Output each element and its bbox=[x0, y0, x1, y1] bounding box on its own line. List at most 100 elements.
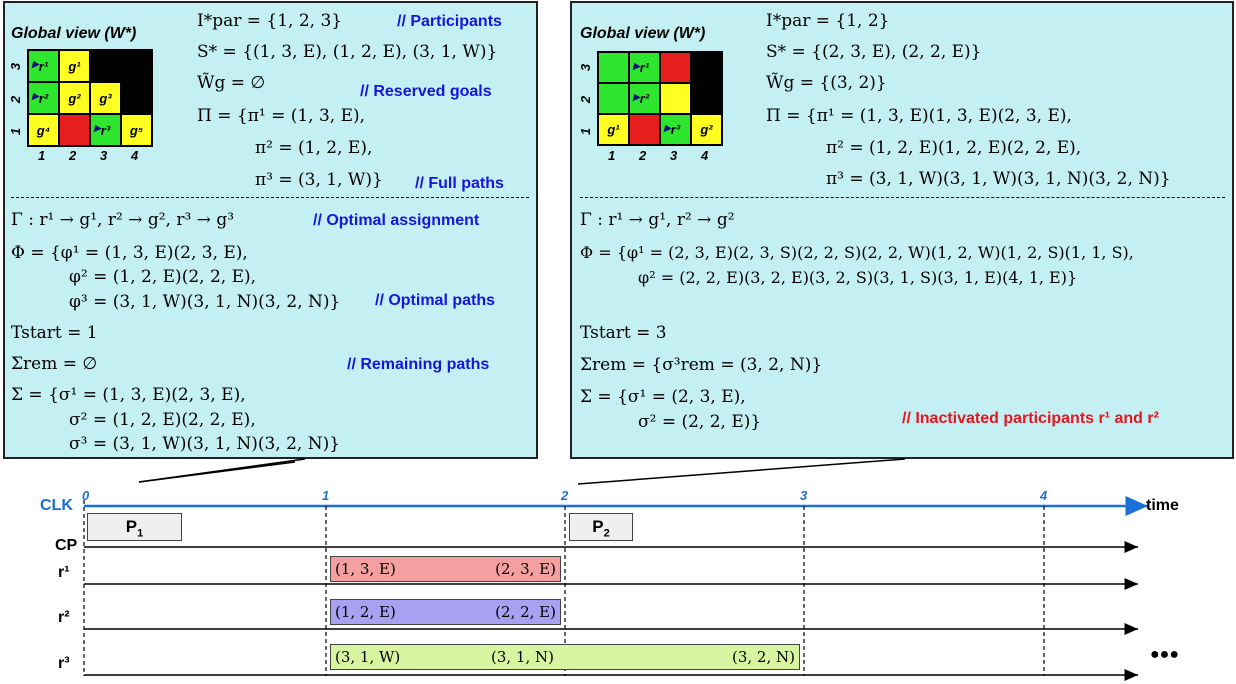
right-grid-cell-r2-c0: g¹ bbox=[598, 114, 629, 145]
right-t-start: Tstart = 3 bbox=[580, 323, 667, 343]
right-grid-cell-r0-c2 bbox=[660, 52, 691, 83]
right-global-view-title: Global view (W*) bbox=[580, 25, 706, 42]
left-comment-participants: // Participants bbox=[397, 13, 502, 30]
r3-seg-end: (3, 2, N) bbox=[732, 648, 795, 666]
r3-path-segment: (3, 1, W) (3, 1, N) (3, 2, N) bbox=[330, 644, 800, 670]
left-grid-cell-r2-c3: g⁵ bbox=[121, 114, 152, 146]
clk-label: CLK bbox=[40, 497, 73, 514]
tick-label-1: 1 bbox=[322, 488, 330, 503]
left-grid-cell-r0-c2 bbox=[90, 50, 121, 82]
left-grid-cell-label: r¹ bbox=[38, 58, 49, 74]
cp-phase-p2: P2 bbox=[569, 513, 633, 541]
right-reserved-goals: W̃g = {(3, 2)} bbox=[766, 73, 887, 93]
r2-seg-end: (2, 2, E) bbox=[495, 603, 556, 621]
left-comment-optimal-paths: // Optimal paths bbox=[375, 292, 496, 309]
left-global-view-title: Global view (W*) bbox=[11, 25, 137, 42]
left-grid-cell-label: g¹ bbox=[68, 58, 81, 74]
robot-icon: ▶ bbox=[32, 59, 39, 69]
right-opt-path-2: φ² = (2, 2, E)(3, 2, E)(3, 2, S)(3, 1, S… bbox=[638, 268, 1078, 287]
left-grid-cell-r2-c1 bbox=[59, 114, 90, 146]
right-sigma-1: Σ = {σ¹ = (2, 3, E), bbox=[580, 387, 746, 407]
left-grid-cell-r0-c3 bbox=[121, 50, 152, 82]
left-grid-cell-r1-c0: ▶r² bbox=[28, 82, 59, 114]
tick-label-0: 0 bbox=[82, 488, 90, 503]
left-full-path-1: Π = {π¹ = (1, 3, E), bbox=[197, 106, 366, 126]
row-label-cp: CP bbox=[55, 537, 78, 554]
left-grid-cell-r1-c3 bbox=[121, 82, 152, 114]
right-grid-cell-r1-c2 bbox=[660, 83, 691, 114]
left-grid-cell-label: g⁴ bbox=[36, 122, 51, 138]
left-comment-reserved: // Reserved goals bbox=[360, 83, 492, 100]
callout-right bbox=[577, 458, 906, 485]
right-remaining-set: Σrem = {σ³rem = (3, 2, N)} bbox=[580, 355, 823, 375]
left-full-path-2: π² = (1, 2, E), bbox=[255, 138, 373, 158]
right-divider bbox=[580, 197, 1225, 198]
left-grid-cell-r1-c2: g³ bbox=[90, 82, 121, 114]
row-label-r2: r² bbox=[58, 609, 70, 626]
left-opt-path-3: φ³ = (3, 1, W)(3, 1, N)(3, 2, N)} bbox=[69, 292, 341, 312]
r2-seg-start: (1, 2, E) bbox=[335, 603, 396, 621]
r1-seg-start: (1, 3, E) bbox=[335, 560, 396, 578]
left-opt-path-1: Φ = {φ¹ = (1, 3, E)(2, 3, E), bbox=[11, 243, 248, 263]
time-label: time bbox=[1146, 497, 1179, 514]
left-full-path-3: π³ = (3, 1, W)} bbox=[255, 170, 383, 190]
right-grid-cell-label: r¹ bbox=[639, 60, 650, 75]
robot-icon: ▶ bbox=[664, 123, 671, 133]
left-grid-cell-r2-c2: ▶r³ bbox=[90, 114, 121, 146]
ellipsis: ●●● bbox=[1150, 646, 1179, 663]
callout-left-2 bbox=[138, 458, 306, 483]
tick-label-2: 2 bbox=[561, 488, 569, 503]
right-grid-cell-r1-c1: ▶r² bbox=[629, 83, 660, 114]
robot-icon: ▶ bbox=[633, 92, 640, 102]
right-grid-cell-r1-c3 bbox=[691, 83, 722, 114]
right-grid-cell-r1-c0 bbox=[598, 83, 629, 114]
left-grid-col-label-1: 1 bbox=[38, 148, 46, 163]
right-full-path-2: π² = (1, 2, E)(1, 2, E)(2, 2, E), bbox=[826, 138, 1082, 158]
left-participants-set: I*par = {1, 2, 3} bbox=[197, 11, 343, 31]
left-sigma-1: Σ = {σ¹ = (1, 3, E)(2, 3, E), bbox=[11, 385, 246, 405]
cp-phase-p1: P1 bbox=[87, 513, 182, 541]
left-grid-cell-r2-c0: g⁴ bbox=[28, 114, 59, 146]
left-divider bbox=[11, 197, 529, 198]
tick-label-4: 4 bbox=[1040, 488, 1048, 503]
right-assignment: Γ : r¹ → g¹, r² → g² bbox=[580, 210, 735, 230]
left-grid-cell-label: g⁵ bbox=[129, 122, 144, 138]
right-participants-set: I*par = {1, 2} bbox=[766, 11, 890, 31]
right-grid-cell-label: g² bbox=[700, 122, 713, 137]
robot-icon: ▶ bbox=[633, 61, 640, 71]
r1-path-segment: (1, 3, E) (2, 3, E) bbox=[330, 556, 561, 582]
left-grid-col-label-4: 4 bbox=[131, 148, 139, 163]
left-grid-col-label-3: 3 bbox=[100, 148, 108, 163]
right-grid-cell-label: r² bbox=[639, 91, 650, 106]
tick-label-3: 3 bbox=[800, 488, 808, 503]
right-sigma-2: σ² = (2, 2, E)} bbox=[638, 412, 762, 432]
right-grid-cell-label: r³ bbox=[670, 122, 681, 137]
right-opt-path-1: Φ = {φ¹ = (2, 3, E)(2, 3, S)(2, 2, S)(2,… bbox=[580, 243, 1134, 262]
right-grid-col-label-3: 3 bbox=[670, 148, 678, 163]
robot-icon: ▶ bbox=[32, 91, 39, 101]
left-comment-full-paths: // Full paths bbox=[415, 175, 504, 192]
right-comment-inactivated: // Inactivated participants r¹ and r² bbox=[902, 410, 1159, 427]
left-reserved-goals: W̃g = ∅ bbox=[197, 73, 266, 93]
robot-icon: ▶ bbox=[94, 123, 101, 133]
left-start-states: S* = {(1, 3, E), (1, 2, E), (3, 1, W)} bbox=[197, 42, 498, 62]
right-grid-cell-r0-c0 bbox=[598, 52, 629, 83]
right-grid-cell-r0-c3 bbox=[691, 52, 722, 83]
right-full-path-3: π³ = (3, 1, W)(3, 1, W)(3, 1, N)(3, 2, N… bbox=[826, 169, 1171, 189]
left-grid-cell-label: r² bbox=[38, 90, 49, 106]
left-comment-remaining: // Remaining paths bbox=[347, 356, 490, 373]
right-grid-col-label-4: 4 bbox=[701, 148, 709, 163]
right-start-states: S* = {(2, 3, E), (2, 2, E)} bbox=[766, 42, 982, 62]
right-grid-col-label-1: 1 bbox=[608, 148, 616, 163]
r3-seg-start: (3, 1, W) bbox=[335, 648, 401, 666]
right-grid-cell-r2-c1 bbox=[629, 114, 660, 145]
row-label-r3: r³ bbox=[58, 655, 70, 672]
left-grid-cell-label: g³ bbox=[99, 90, 112, 106]
left-sigma-3: σ³ = (3, 1, W)(3, 1, N)(3, 2, N)} bbox=[69, 434, 341, 454]
left-grid-cell-r1-c1: g² bbox=[59, 82, 90, 114]
r1-seg-end: (2, 3, E) bbox=[495, 560, 556, 578]
